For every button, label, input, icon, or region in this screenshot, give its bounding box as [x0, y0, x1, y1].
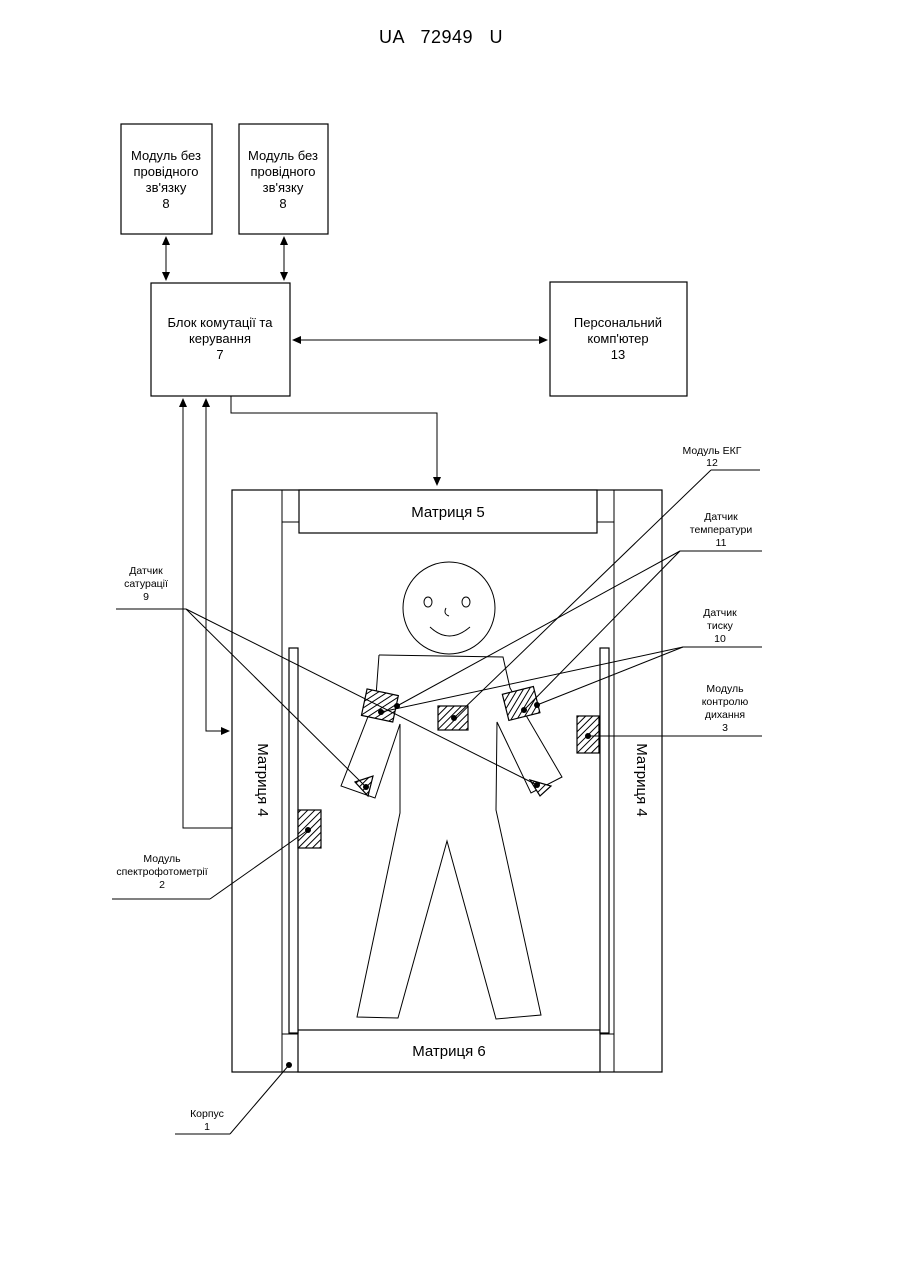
switch-control-number: 7 — [216, 347, 223, 362]
label-ecg-module: Модуль ЕКГ 12 — [683, 445, 742, 469]
wireless-module-1-number: 8 — [162, 196, 169, 211]
label-ecg-line-1: Модуль ЕКГ — [683, 445, 742, 457]
label-temperature-line-2: температури — [690, 524, 753, 536]
label-breathing-line-1: Модуль — [706, 683, 744, 695]
wireless-module-2-line-1: Модуль без — [248, 148, 318, 163]
matrix-6-label: Матриця 6 — [412, 1043, 486, 1060]
wireless-module-2-line-3: зв'язку — [263, 180, 304, 195]
label-saturation-number: 9 — [143, 591, 149, 603]
label-spectro-module: Модуль спектрофотометрії 2 — [116, 853, 207, 891]
wireless-module-2-line-2: провідного — [251, 164, 316, 179]
label-ecg-number: 12 — [706, 457, 718, 469]
wireless-module-1-line-1: Модуль без — [131, 148, 201, 163]
wireless-module-1: Модуль без провідного зв'язку 8 — [121, 124, 212, 234]
matrix-5-label: Матриця 5 — [411, 504, 485, 521]
label-pressure-line-2: тиску — [707, 620, 734, 632]
label-body: Корпус 1 — [190, 1108, 224, 1133]
label-spectro-line-2: спектрофотометрії — [116, 866, 207, 878]
label-temperature-line-1: Датчик — [704, 511, 738, 523]
switch-control-line-1: Блок комутації та — [168, 315, 274, 330]
label-body-number: 1 — [204, 1121, 210, 1133]
matrix-6: Матриця 6 — [298, 1030, 600, 1072]
label-saturation-sensor: Датчик сатурації 9 — [124, 565, 168, 603]
label-breathing-number: 3 — [722, 722, 728, 734]
label-body-line-1: Корпус — [190, 1108, 224, 1120]
matrix-4-right-label: Матриця 4 — [633, 743, 650, 817]
label-spectro-number: 2 — [159, 879, 165, 891]
label-breathing-line-3: дихання — [705, 709, 745, 721]
matrix-5: Матриця 5 — [299, 490, 597, 533]
wireless-module-1-line-3: зв'язку — [146, 180, 187, 195]
pc-line-1: Персональний — [574, 315, 662, 330]
wireless-module-2: Модуль без провідного зв'язку 8 — [239, 124, 328, 234]
label-pressure-number: 10 — [714, 633, 726, 645]
switch-control-line-2: керування — [189, 331, 251, 346]
patent-number: UA 72949 U — [379, 27, 503, 47]
pc-number: 13 — [611, 347, 625, 362]
label-temperature-number: 11 — [716, 537, 727, 549]
label-breathing-line-2: контролю — [702, 696, 749, 708]
label-saturation-line-1: Датчик — [129, 565, 163, 577]
wireless-module-1-line-2: провідного — [134, 164, 199, 179]
matrix-4-left-label: Матриця 4 — [254, 743, 271, 817]
label-temperature-sensor: Датчик температури 11 — [690, 511, 753, 549]
personal-computer-block: Персональний комп'ютер 13 — [550, 282, 687, 396]
label-pressure-sensor: Датчик тиску 10 — [703, 607, 737, 645]
label-pressure-line-1: Датчик — [703, 607, 737, 619]
switch-control-block: Блок комутації та керування 7 — [151, 283, 290, 396]
pc-line-2: комп'ютер — [587, 331, 648, 346]
wireless-module-2-number: 8 — [279, 196, 286, 211]
label-spectro-line-1: Модуль — [143, 853, 181, 865]
label-breathing-module: Модуль контролю дихання 3 — [702, 683, 749, 734]
label-saturation-line-2: сатурації — [124, 578, 168, 590]
temperature-sensor-left-arm — [361, 689, 398, 722]
